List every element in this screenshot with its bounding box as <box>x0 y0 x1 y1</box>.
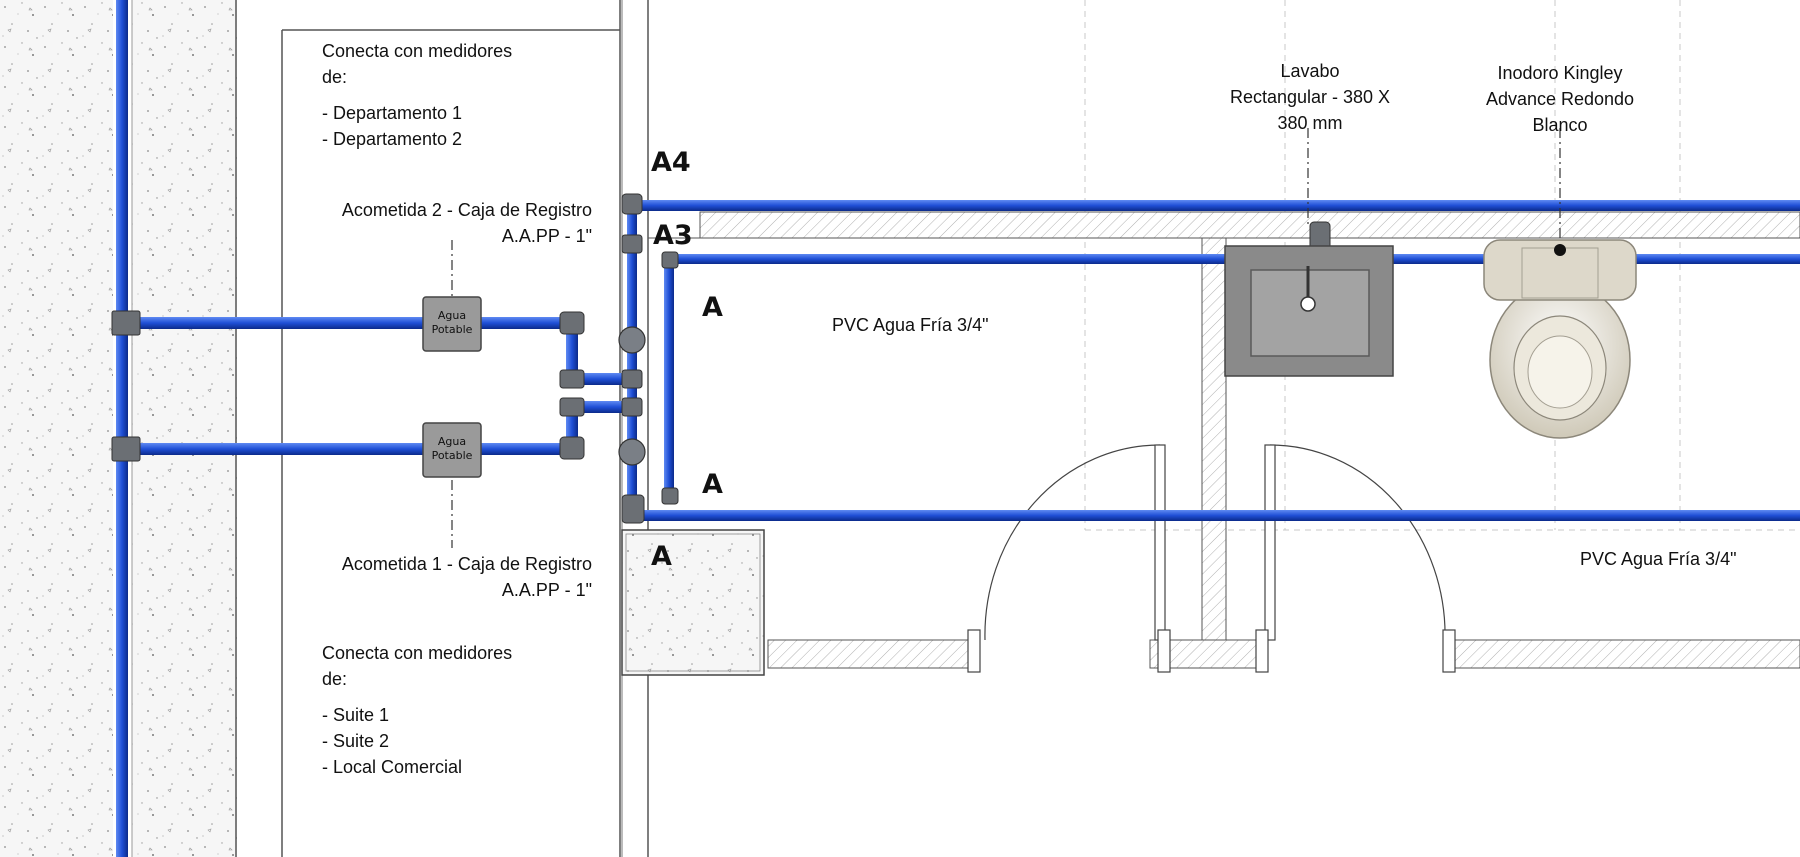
registry-box-a1-text: Agua Potable <box>422 435 482 463</box>
acometida-1-label: Acometida 1 - Caja de Registro A.A.PP - … <box>270 551 592 603</box>
meter-note-top-line2: de: <box>322 67 348 87</box>
meter-note-bottom-line2: de: <box>322 669 348 689</box>
door-swings <box>984 444 1446 641</box>
hatched-walls <box>648 211 1800 669</box>
inodoro-toilet <box>1483 239 1637 439</box>
pipe-tag-a-mid: A <box>702 292 723 323</box>
lavabo-line2: Rectangular - 380 X <box>1229 87 1391 107</box>
lavabo-sink <box>1224 245 1394 377</box>
meter-note-top-line1: Conecta con medidores <box>322 41 513 61</box>
inodoro-label: Inodoro Kingley Advance Redondo Blanco <box>1440 60 1680 138</box>
registry-box-group <box>422 296 482 478</box>
pipe-label-upper: PVC Agua Fría 3/4" <box>832 315 989 335</box>
registry-box-a1 <box>422 422 482 478</box>
acometida-2-line2: A.A.PP - 1" <box>501 226 592 246</box>
registry-box-a2 <box>422 296 482 352</box>
acometida-2-label: Acometida 2 - Caja de Registro A.A.PP - … <box>270 197 592 249</box>
acometida-1-line1: Acometida 1 - Caja de Registro <box>341 554 592 574</box>
lavabo-line1: Lavabo <box>1280 61 1340 81</box>
inodoro-line2: Advance Redondo <box>1485 89 1635 109</box>
meter-note-bottom-item: - Suite 2 <box>322 731 390 751</box>
main-riser-pipe <box>116 0 128 857</box>
registry-box-line: Agua <box>437 435 467 448</box>
registry-box-line: Potable <box>431 323 473 336</box>
registry-box-line: Agua <box>437 309 467 322</box>
concrete-column <box>621 529 765 676</box>
meter-note-top-item: - Departamento 2 <box>322 129 463 149</box>
meter-note-bottom-item: - Suite 1 <box>322 705 390 725</box>
pipe-label-lower: PVC Agua Fría 3/4" <box>1580 549 1737 569</box>
inodoro-line1: Inodoro Kingley <box>1497 63 1623 83</box>
concrete-band <box>132 0 237 857</box>
inodoro-line3: Blanco <box>1532 115 1588 135</box>
registry-box-a2-text: Agua Potable <box>422 309 482 337</box>
meter-note-bottom: Conecta con medidores de: - Suite 1 - Su… <box>322 640 562 780</box>
pipe-tag-a3: A3 <box>653 220 693 251</box>
meter-note-top: Conecta con medidores de: - Departamento… <box>322 38 562 152</box>
acometida-2-line1: Acometida 2 - Caja de Registro <box>341 200 592 220</box>
lavabo-label: Lavabo Rectangular - 380 X 380 mm <box>1190 58 1430 136</box>
meter-note-bottom-line1: Conecta con medidores <box>322 643 513 663</box>
concrete-left <box>0 0 113 857</box>
pipe-tag-a4: A4 <box>651 147 691 178</box>
pipe-tag-a-box: A <box>651 541 672 572</box>
meter-note-top-item: - Departamento 1 <box>322 103 463 123</box>
acometida-1-line2: A.A.PP - 1" <box>501 580 592 600</box>
water-meters <box>618 326 646 466</box>
meter-note-bottom-item: - Local Comercial <box>322 757 463 777</box>
registry-box-line: Potable <box>431 449 473 462</box>
pipe-tag-a-low: A <box>702 469 723 500</box>
leader-lines <box>451 128 1561 548</box>
lavabo-line3: 380 mm <box>1277 113 1343 133</box>
